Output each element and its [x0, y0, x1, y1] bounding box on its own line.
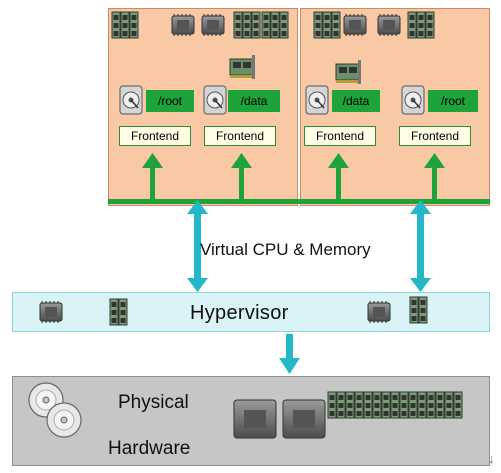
- hardware-cpu-icon: [233, 399, 277, 439]
- vm-right-disk-label-data: /data: [332, 90, 380, 112]
- vm-left-disk-label-root: /root: [146, 90, 194, 112]
- vm-right-disk-label-root: /root: [428, 90, 478, 112]
- corner-arrow-mark: ↓: [488, 451, 495, 466]
- hardware-cpu-icon-2: [282, 399, 326, 439]
- green-arrows: [142, 153, 445, 200]
- virtual-cpu-memory-label: Virtual CPU & Memory: [200, 240, 371, 259]
- cyan-arrows: [187, 200, 431, 374]
- vm-bus-line: [108, 199, 490, 204]
- hardware-label: Hardware: [108, 438, 191, 459]
- vm-right-frontend-1: Frontend: [304, 126, 376, 146]
- vm-right-frontend-2: Frontend: [399, 126, 471, 146]
- physical-label: Physical: [118, 392, 189, 413]
- hypervisor-label: Hypervisor: [190, 302, 289, 324]
- cd-disc-icon: [28, 382, 82, 438]
- vm-left-frontend-2: Frontend: [204, 126, 276, 146]
- vm-left-disk-label-data: /data: [228, 90, 280, 112]
- hardware-ram-icon: [327, 391, 463, 419]
- vm-left-frontend-1: Frontend: [119, 126, 191, 146]
